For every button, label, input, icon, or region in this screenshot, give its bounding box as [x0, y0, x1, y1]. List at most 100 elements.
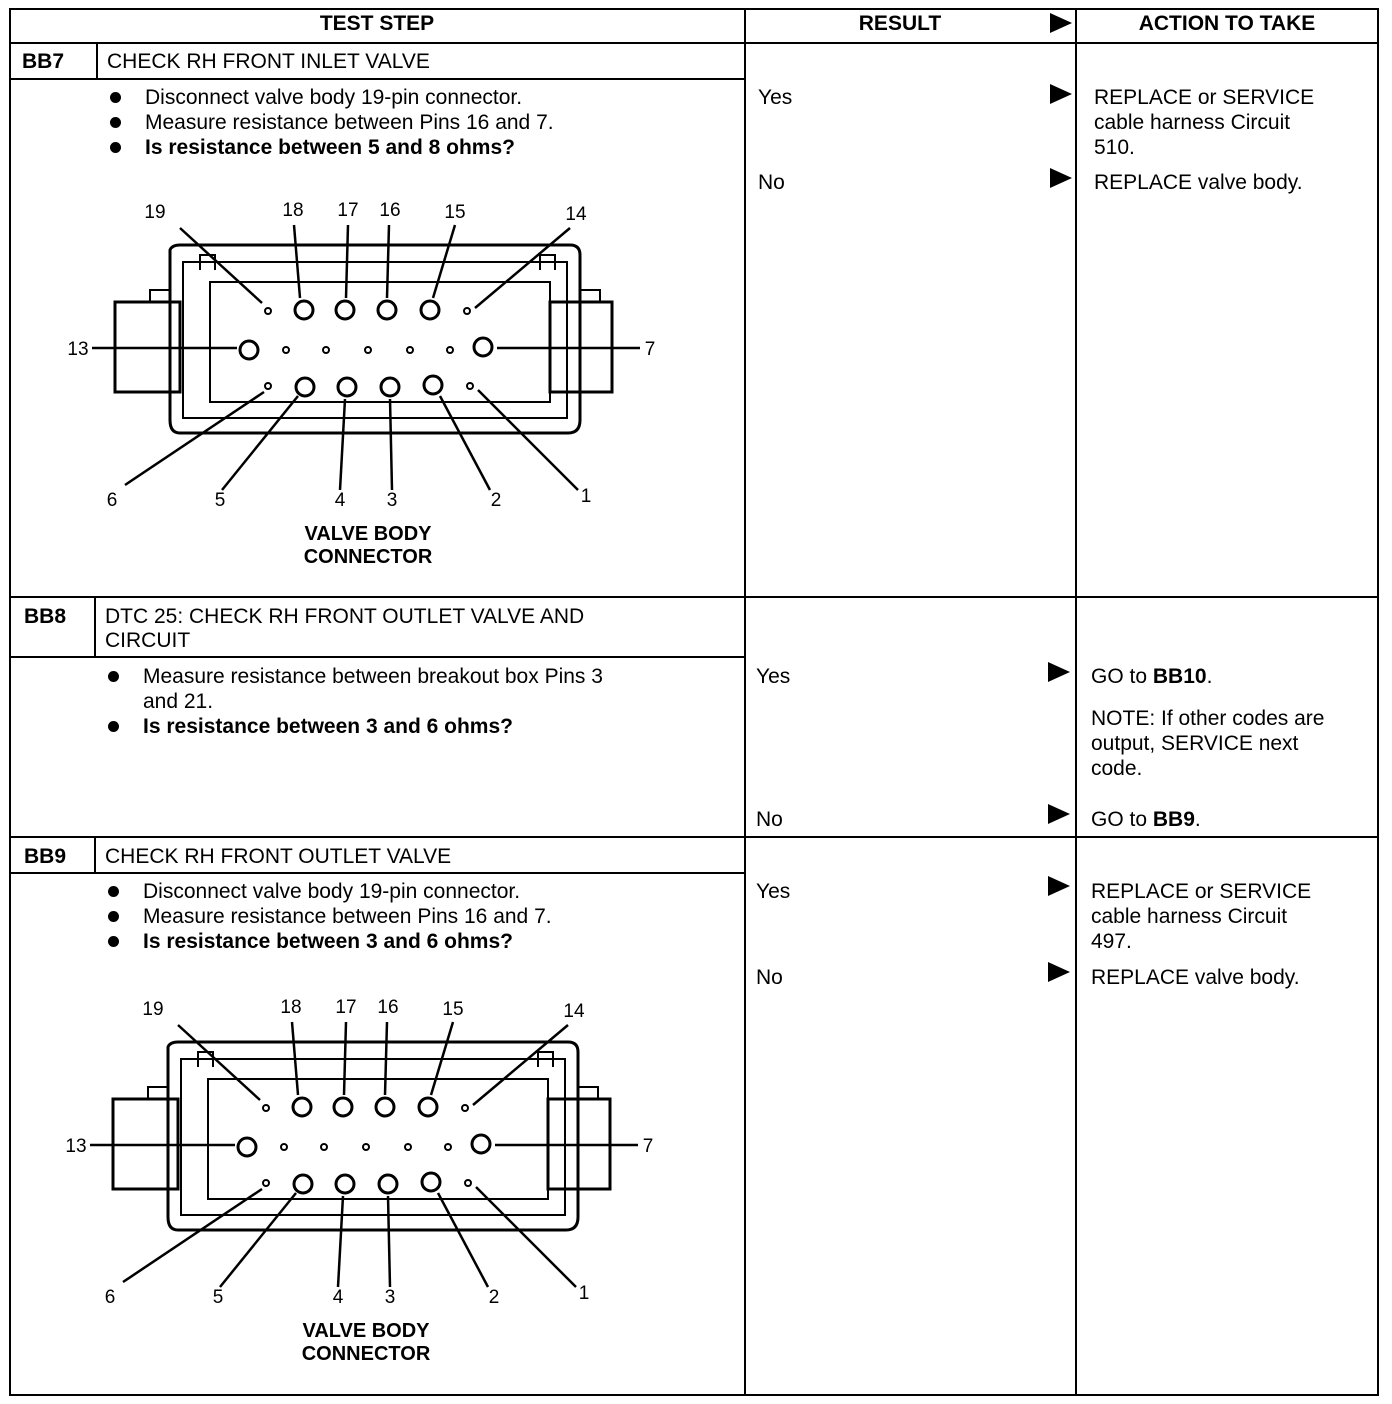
bb7-action-yes-2: cable harness Circuit [1094, 111, 1291, 134]
pin-label-15: 15 [442, 999, 463, 1020]
pin-7 [472, 336, 494, 358]
header-result: RESULT [858, 12, 942, 35]
pin-label-6: 6 [107, 490, 118, 511]
pin-label-17: 17 [337, 200, 358, 221]
bb8-note-1: NOTE: If other codes are [1091, 707, 1325, 730]
bb8-bullet-2: Is resistance between 3 and 6 ohms? [143, 715, 513, 738]
pin-label-5: 5 [213, 1287, 224, 1308]
pin-18 [291, 1096, 313, 1118]
bb8-result-yes: Yes [756, 665, 791, 688]
bb9-bullet-1: Disconnect valve body 19-pin connector. [143, 880, 521, 903]
valve-body-connector-diagram: 19 18 17 16 15 14 13 7 6 5 4 3 2 1 VALVE… [67, 200, 655, 568]
bullet-icon [110, 117, 121, 128]
pin-2 [420, 1171, 442, 1193]
pin-label-19: 19 [144, 202, 165, 223]
bb8-note-2: output, SERVICE next [1091, 732, 1299, 755]
bullet-icon [108, 671, 119, 682]
pin-4 [334, 1173, 356, 1195]
bullet-icon [108, 911, 119, 922]
pin-15 [419, 299, 441, 321]
pin-label-19: 19 [142, 999, 163, 1020]
pin-label-6: 6 [105, 1287, 116, 1308]
pin-4 [336, 376, 358, 398]
pin-2 [422, 374, 444, 396]
bb9-action-no: REPLACE valve body. [1091, 966, 1300, 989]
pin-label-3: 3 [387, 490, 398, 511]
pin-label-16: 16 [377, 997, 398, 1018]
bb7-bullet-2: Measure resistance between Pins 16 and 7… [145, 111, 554, 134]
bb8-action-no-ref: BB9 [1152, 808, 1195, 831]
pin-label-5: 5 [215, 490, 226, 511]
step-id-bb7: BB7 [22, 50, 65, 73]
connector-caption-2: CONNECTOR [304, 546, 433, 568]
pin-label-2: 2 [491, 490, 502, 511]
bullet-icon [108, 886, 119, 897]
bb7-action-yes-3: 510. [1094, 136, 1135, 159]
pin-7 [470, 1133, 492, 1155]
bb9-result-yes: Yes [756, 880, 791, 903]
pin-5 [294, 376, 316, 398]
pin-label-13: 13 [67, 339, 88, 360]
pin-label-7: 7 [643, 1136, 654, 1157]
bb8-note-3: code. [1091, 757, 1143, 780]
pin-label-18: 18 [280, 997, 301, 1018]
bb9-bullet-3: Is resistance between 3 and 6 ohms? [143, 930, 513, 953]
step-id-bb8: BB8 [24, 605, 67, 628]
pin-17 [332, 1096, 354, 1118]
bb7-result-yes: Yes [758, 86, 793, 109]
bb8-action-yes: GO to BB10. [1091, 665, 1213, 688]
bb7-action-no: REPLACE valve body. [1094, 171, 1303, 194]
pin-17 [334, 299, 356, 321]
bb7-bullet-1: Disconnect valve body 19-pin connector. [145, 86, 523, 109]
pin-5 [292, 1173, 314, 1195]
step-title-bb7: CHECK RH FRONT INLET VALVE [107, 50, 430, 73]
pin-18 [293, 299, 315, 321]
pin-label-14: 14 [563, 1001, 585, 1022]
arrow-icon [1048, 804, 1070, 824]
valve-body-connector-diagram: 19 18 17 16 15 14 13 7 6 5 4 3 2 1 VALVE… [65, 997, 654, 1365]
pin-label-14: 14 [565, 204, 587, 225]
bb9-action-yes-2: cable harness Circuit [1091, 905, 1288, 928]
connector-caption-1: VALVE BODY [302, 1320, 430, 1342]
pin-13 [236, 1136, 258, 1158]
bb9-action-yes-3: 497. [1091, 930, 1132, 953]
bb8-bullet-1b: and 21. [143, 690, 214, 713]
arrow-icon [1050, 13, 1072, 33]
bb9-action-yes-1: REPLACE or SERVICE [1091, 880, 1312, 903]
step-title-bb8-1: DTC 25: CHECK RH FRONT OUTLET VALVE AND [105, 605, 585, 628]
pin-16 [374, 1096, 396, 1118]
bullet-icon [110, 142, 121, 153]
arrow-icon [1048, 962, 1070, 982]
bb8-action-no: GO to BB9. [1091, 808, 1201, 831]
bullet-icon [108, 936, 119, 947]
bb9-result-no: No [756, 966, 783, 989]
step-id-bb9: BB9 [24, 845, 67, 868]
connector-caption-1: VALVE BODY [304, 523, 432, 545]
bb8-bullet-1a: Measure resistance between breakout box … [143, 665, 603, 688]
arrow-icon [1048, 662, 1070, 682]
header-action: ACTION TO TAKE [1138, 12, 1316, 35]
bullet-icon [108, 721, 119, 732]
pin-label-4: 4 [335, 490, 346, 511]
pin-15 [417, 1096, 439, 1118]
pin-3 [377, 1173, 399, 1195]
step-title-bb8-2: CIRCUIT [105, 629, 191, 652]
bb8-result-no: No [756, 808, 783, 831]
bb7-bullet-3: Is resistance between 5 and 8 ohms? [145, 136, 515, 159]
step-title-bb9: CHECK RH FRONT OUTLET VALVE [105, 845, 452, 868]
bullet-icon [110, 92, 121, 103]
pin-label-15: 15 [444, 202, 465, 223]
pin-label-17: 17 [335, 997, 356, 1018]
arrow-icon [1050, 84, 1072, 104]
pin-label-1: 1 [579, 1283, 590, 1304]
pin-16 [376, 299, 398, 321]
header-test-step: TEST STEP [319, 12, 435, 35]
pin-label-1: 1 [581, 486, 592, 507]
arrow-icon [1048, 876, 1070, 896]
arrow-icon [1050, 168, 1072, 188]
pin-label-16: 16 [379, 200, 400, 221]
pin-13 [238, 339, 260, 361]
connector-caption-2: CONNECTOR [302, 1343, 431, 1365]
pin-label-2: 2 [489, 1287, 500, 1308]
bb9-bullet-2: Measure resistance between Pins 16 and 7… [143, 905, 552, 928]
